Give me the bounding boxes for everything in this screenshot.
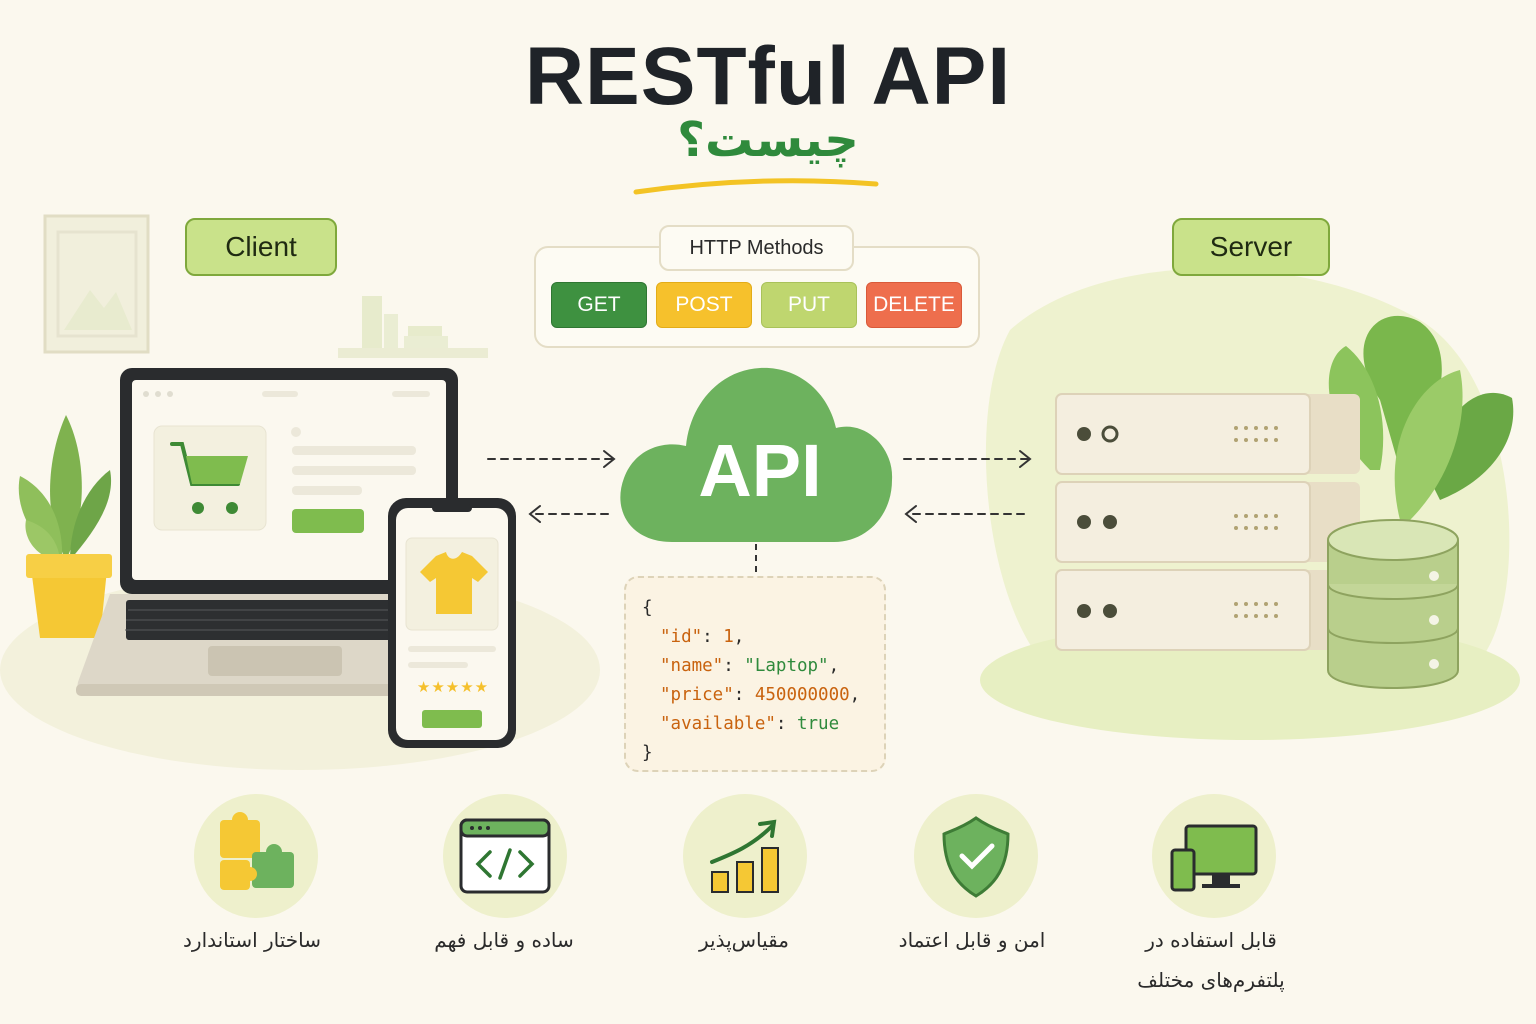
json-open-brace: { [642,598,653,618]
cart-icon [170,442,248,514]
page-subtitle: چیست؟ [677,112,859,168]
http-methods-title: HTTP Methods [659,225,854,271]
feature-label-scalable: مقیاس‌پذیر [698,928,790,952]
json-line-name: "name": "Laptop", [660,656,840,676]
feature-label-simple: ساده و قابل فهم [434,928,574,952]
phone-rating-stars: ★★★★★ [416,678,490,696]
puzzle-icon [220,812,294,890]
put-method-badge: PUT [761,282,857,328]
growth-chart-icon [710,819,779,893]
json-line-id: "id": 1, [660,627,745,647]
client-tag: Client [185,218,337,276]
shield-check-icon [942,816,1010,898]
delete-method-badge: DELETE [866,282,962,328]
feature-circle-scalable [683,794,807,918]
api-label: API [698,429,822,512]
database-cylinder [1327,519,1459,689]
page-title: RESTful API [524,31,1012,122]
feature-label-secure: امن و قابل اعتماد [898,928,1046,952]
feature-label-multiplatform: قابل استفاده در پلتفرم‌های مختلف [1137,928,1285,992]
post-method-badge: POST [656,282,752,328]
json-line-available: "available": true [660,714,840,734]
get-method-badge: GET [551,282,647,328]
tshirt-icon [420,552,488,614]
json-response-box: { "id": 1, "name": "Laptop", "price": 45… [624,576,886,772]
server-tag: Server [1172,218,1330,276]
feature-label-standard: ساختار استاندارد [183,928,321,952]
json-line-price: "price": 450000000, [660,685,861,705]
code-window-icon [459,818,551,894]
json-close-brace: } [642,743,653,763]
devices-icon [1170,824,1258,892]
